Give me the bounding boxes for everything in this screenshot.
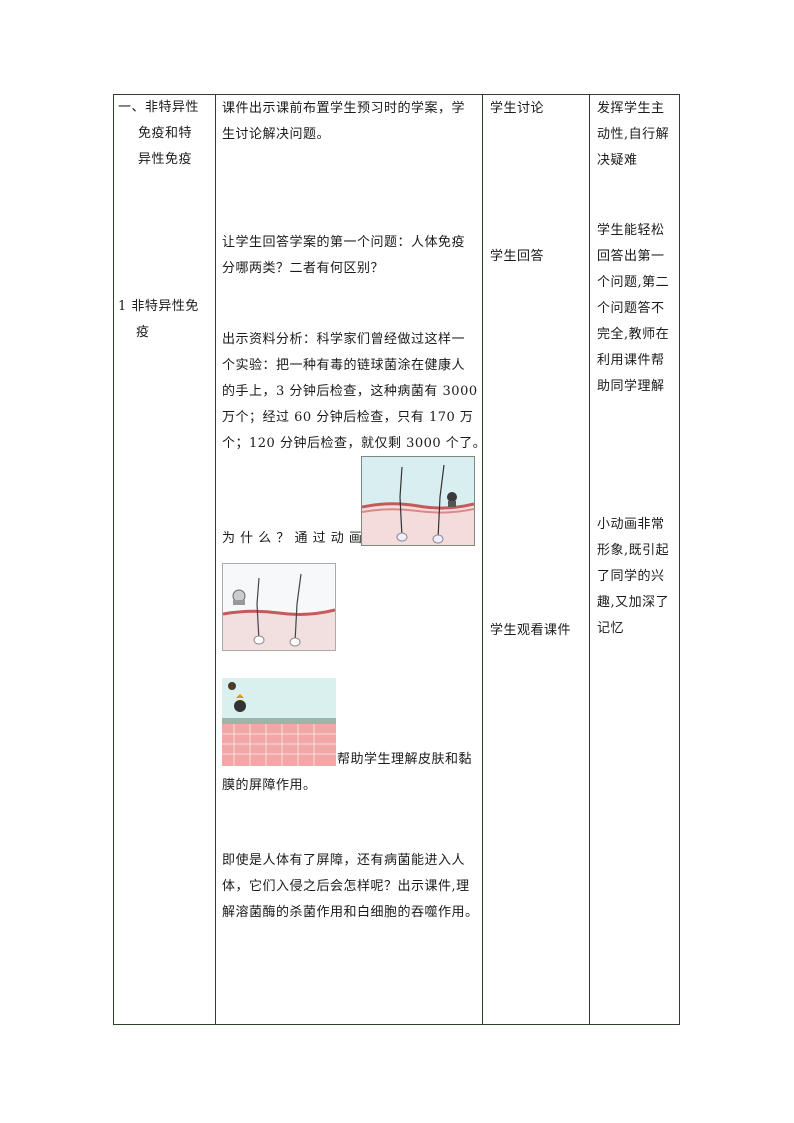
text-line: 动性,自行解 xyxy=(597,127,670,142)
text-line: 了同学的兴 xyxy=(597,569,665,584)
text-line: 助同学理解 xyxy=(597,379,665,394)
mucosa-cells-illustration xyxy=(222,678,336,766)
teacher-activity-5: 膜的屏障作用。 xyxy=(222,773,317,799)
text-line: 形象,既引起 xyxy=(597,543,670,558)
text-line: 利用课件帮 xyxy=(597,353,665,368)
teacher-activity-4: 为 什 么 ？ 通 过 动 画 xyxy=(222,526,362,552)
text-line: 即使是人体有了屏障，还有病菌能进入人 xyxy=(222,853,466,868)
text-line: 记忆 xyxy=(597,621,625,636)
text-line: 帮助学生理解皮肤和黏 xyxy=(337,752,473,767)
text-line: 个；120 分钟后检查，就仅剩 3000 个了。 xyxy=(222,436,487,451)
text-line: 趣,又加深了 xyxy=(597,595,670,610)
column-divider xyxy=(482,95,483,1024)
text-line: 解溶菌酶的杀菌作用和白细胞的吞噬作用。 xyxy=(222,905,479,920)
text-line: 的手上，3 分钟后检查，这种病菌有 3000 xyxy=(222,384,478,399)
teacher-activity-6: 即使是人体有了屏障，还有病菌能进入人 体，它们入侵之后会怎样呢？出示课件,理 解… xyxy=(222,848,479,926)
text-line: 出示资料分析：科学家们曾经做过这样一 xyxy=(222,332,466,347)
design-intent-1: 发挥学生主 动性,自行解 决疑难 xyxy=(597,96,669,174)
design-intent-2: 学生能轻松 回答出第一 个问题,第二 个问题答不 完全,教师在 利用课件帮 助同… xyxy=(597,218,669,400)
section-title-line: 一、非特异性 xyxy=(118,100,200,115)
text-line: 让学生回答学案的第一个问题：人体免疫 xyxy=(222,235,466,250)
text-line: 学生能轻松 xyxy=(597,223,665,238)
text-line: 体，它们入侵之后会怎样呢？出示课件,理 xyxy=(222,879,470,894)
text-line: 膜的屏障作用。 xyxy=(222,778,317,793)
column-divider xyxy=(589,95,590,1024)
teacher-activity-2: 让学生回答学案的第一个问题：人体免疫 分哪两类？二者有何区别？ xyxy=(222,230,465,282)
skin-hair-illustration xyxy=(222,563,336,651)
lesson-plan-table xyxy=(113,94,680,1025)
text-line: 课件出示课前布置学生预习时的学案，学 xyxy=(222,101,466,116)
student-activity-1: 学生讨论 xyxy=(490,96,544,122)
text-line: 学生讨论 xyxy=(490,101,545,116)
section-title-line: 免疫和特 xyxy=(138,126,193,141)
text-line: 个问题,第二 xyxy=(597,275,670,290)
text-line: 学生回答 xyxy=(490,249,545,264)
text-line: 小动画非常 xyxy=(597,517,665,532)
text-line: 回答出第一 xyxy=(597,249,665,264)
design-intent-3: 小动画非常 形象,既引起 了同学的兴 趣,又加深了 记忆 xyxy=(597,512,669,642)
subsection-title: 1 非特异性免 疫 xyxy=(118,294,199,346)
text-line: 生讨论解决问题。 xyxy=(222,127,331,142)
text-line: 个问题答不 xyxy=(597,301,665,316)
text-line: 个实验：把一种有毒的链球菌涂在健康人 xyxy=(222,358,466,373)
teacher-activity-3: 出示资料分析：科学家们曾经做过这样一 个实验：把一种有毒的链球菌涂在健康人 的手… xyxy=(222,327,486,457)
student-activity-2: 学生回答 xyxy=(490,244,544,270)
column-divider xyxy=(215,95,216,1024)
text-line: 决疑难 xyxy=(597,153,638,168)
subsection-title-line: 疫 xyxy=(136,325,150,340)
text-line: 发挥学生主 xyxy=(597,101,665,116)
text-line: 完全,教师在 xyxy=(597,327,670,342)
teacher-activity-5-inline: 帮助学生理解皮肤和黏 xyxy=(337,747,472,773)
section-title-line: 异性免疫 xyxy=(138,152,193,167)
text-line: 万个；经过 60 分钟后检查，只有 170 万 xyxy=(222,410,474,425)
skin-hair-bacteria-illustration xyxy=(361,456,475,546)
teacher-activity-1: 课件出示课前布置学生预习时的学案，学 生讨论解决问题。 xyxy=(222,96,465,148)
text-line: 学生观看课件 xyxy=(490,623,572,638)
text-line: 为 什 么 ？ 通 过 动 画 xyxy=(222,531,363,546)
student-activity-3: 学生观看课件 xyxy=(490,618,571,644)
subsection-title-line: 1 非特异性免 xyxy=(118,299,199,314)
text-line: 分哪两类？二者有何区别？ xyxy=(222,261,385,276)
section-title: 一、非特异性 免疫和特 异性免疫 xyxy=(118,95,199,173)
